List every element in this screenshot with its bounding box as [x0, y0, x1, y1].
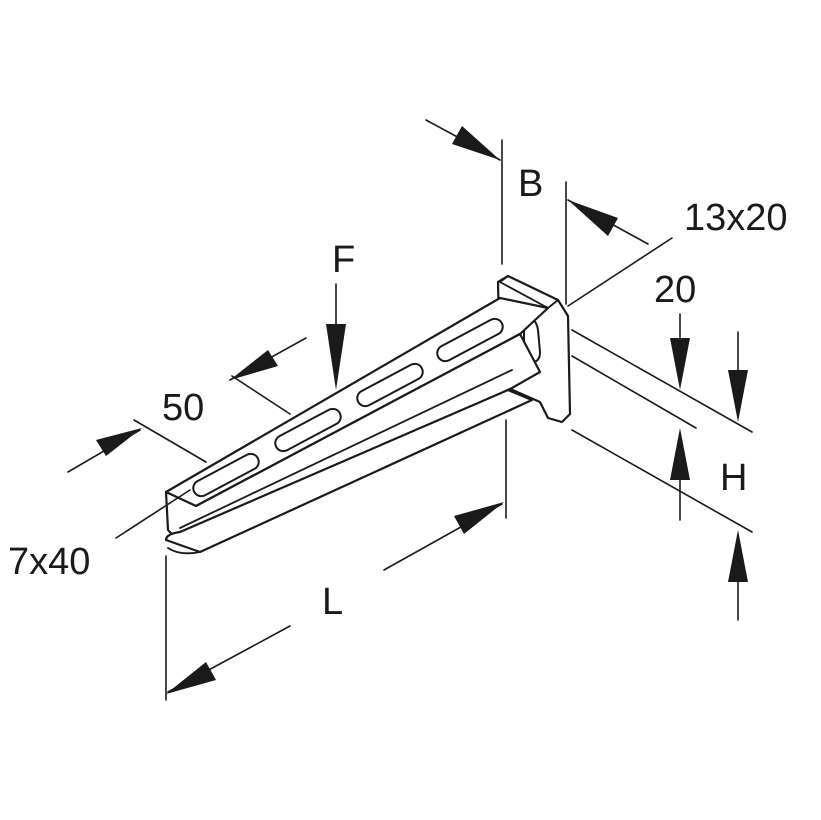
d20-extension-top — [571, 329, 753, 433]
b-arrow-right — [568, 200, 618, 236]
dimension-labels: B 13x20 20 F H 50 7x40 L — [8, 163, 788, 623]
l-arrow-left — [166, 662, 216, 694]
wall-plate-rim — [499, 275, 559, 309]
label-b: B — [518, 163, 543, 205]
bracket-body — [164, 274, 572, 555]
label-50: 50 — [162, 387, 204, 429]
l-arrow-right — [454, 502, 504, 534]
label-20: 20 — [654, 269, 696, 311]
d20-arrow-left — [670, 338, 690, 390]
dimension-lines — [67, 119, 753, 701]
label-13x20: 13x20 — [684, 197, 788, 239]
d20-arrow-right — [728, 370, 748, 422]
h-extension-bottom — [571, 429, 753, 533]
side-web — [164, 332, 542, 539]
d7x40-leader — [115, 489, 191, 539]
b-arrow-left — [452, 126, 500, 160]
d20-extension-bottom — [571, 355, 697, 429]
web-inner-line — [179, 369, 513, 529]
d50-extension — [231, 375, 291, 415]
d7x40-arrow — [96, 428, 142, 456]
slot-13x20-leader — [567, 237, 673, 307]
label-f: F — [332, 239, 355, 281]
d50-arrow — [230, 350, 278, 380]
bottom-flange-edge — [167, 547, 201, 555]
h-arrow-lower — [728, 530, 748, 582]
d7x40-extension — [133, 419, 207, 463]
label-l: L — [322, 581, 343, 623]
bottom-flange — [164, 388, 534, 554]
label-7x40: 7x40 — [8, 541, 90, 583]
f-arrow-head — [326, 324, 346, 390]
label-h: H — [720, 457, 747, 499]
h-arrow-upper — [670, 428, 690, 480]
